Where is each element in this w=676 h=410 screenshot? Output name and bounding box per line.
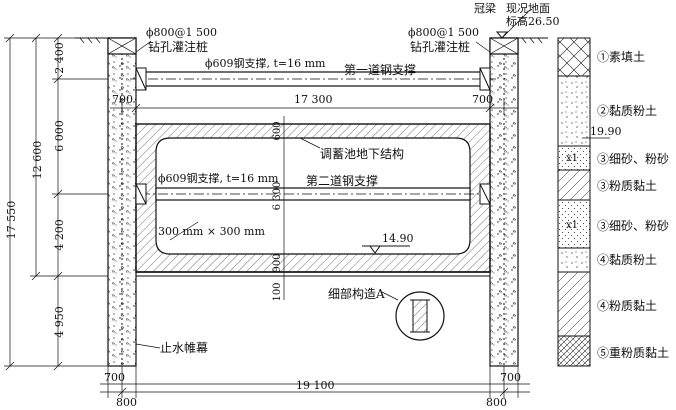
pile-name-left: 钻孔灌注桩 (148, 39, 208, 54)
soil-layer-6-label: ④黏质粉土 (597, 253, 657, 267)
structure-name: 调蓄池地下结构 (320, 146, 404, 161)
soil-layer-4-label: ③粉质黏土 (597, 179, 657, 193)
dim-struct-bottom: 900 (272, 253, 283, 272)
right-pile (489, 37, 519, 367)
left-dimension-chain (4, 33, 108, 371)
soil-layer-7-fill (557, 271, 591, 337)
soil-elevation-label: 19.90 (590, 125, 622, 138)
dim-top-span: 17 300 (294, 93, 333, 106)
ground-surface-label: 现况地面 (506, 2, 550, 15)
pile-name-right: 钻孔灌注桩 (410, 39, 470, 54)
first-steel-strut (130, 67, 496, 91)
soil-layer-8-label: ⑤重粉质黏土 (597, 346, 669, 360)
bottom-dimension-chain (100, 366, 530, 398)
soil-layer-5-label: ③细砂、粉砂 (597, 219, 669, 233)
dim-bot-left-800: 800 (116, 396, 137, 409)
bottom-elevation-label: 14.90 (382, 232, 414, 245)
soil-layer-7-label: ④粉质黏土 (597, 299, 657, 313)
soil-layer-1-label: ①素填土 (597, 50, 645, 64)
elevation-marker-ground (495, 9, 531, 39)
leader-lines (135, 41, 491, 349)
soil-layer-2-label: ②黏质粉土 (597, 104, 657, 118)
dim-struct-height: 6 300 (272, 182, 283, 211)
dim-bottom-pad: 100 (272, 282, 283, 301)
dim-left-mid: 12 600 (31, 141, 44, 180)
dim-bot-span: 19 100 (296, 379, 335, 392)
dim-left-total: 17 550 (5, 201, 18, 240)
left-pile (107, 37, 137, 367)
soil-column (557, 37, 610, 367)
second-steel-strut (135, 183, 491, 205)
ground-elevation-label: 标高26.50 (506, 14, 560, 28)
soil-layer-3-fill (557, 145, 591, 171)
dim-struct-top: 600 (272, 121, 283, 140)
soil-layer-6-fill (557, 247, 591, 273)
dim-bot-right-700: 700 (500, 371, 521, 384)
soil-layer-4-fill (557, 169, 591, 201)
strut1-spec: ϕ609钢支撑, t=16 mm (205, 56, 326, 70)
detail-a-callout (381, 291, 445, 341)
curtain-label: 止水帷幕 (160, 340, 208, 355)
dim-top-right-offset: 700 (472, 93, 493, 106)
soil-layer-1-fill (557, 37, 591, 77)
dim-top-left-offset: 700 (112, 93, 133, 106)
strut1-name: 第一道钢支撑 (344, 62, 416, 77)
haunch-label: 300 mm × 300 mm (158, 225, 265, 238)
dim-left-seg2: 6 000 (53, 120, 66, 152)
elevation-marker-bottom (362, 245, 410, 254)
dim-left-seg1: 2 400 (53, 42, 66, 74)
top-dimension-chain (110, 100, 518, 114)
dim-left-seg3: 4 200 (53, 219, 66, 251)
dim-bot-left-700: 700 (104, 371, 125, 384)
dim-left-seg4: 4 950 (53, 306, 66, 338)
soil-layer-3-mark: x1 (566, 153, 578, 164)
detail-a-label: 细部构造A (328, 286, 385, 301)
soil-layer-2-fill (557, 75, 591, 147)
dim-bot-right-800: 800 (486, 396, 507, 409)
center-dimension-line (278, 116, 290, 300)
pile-spec-right: ϕ800@1 500 (408, 26, 479, 39)
soil-layer-5-mark: x1 (566, 220, 578, 231)
soil-layer-8-fill (557, 335, 591, 367)
strut2-spec: ϕ609钢支撑, t=16 mm (158, 171, 279, 185)
soil-layer-3-label: ③细砂、粉砂 (597, 152, 669, 166)
strut2-name: 第二道钢支撑 (306, 173, 378, 188)
crown-beam-label: 冠梁 (474, 1, 496, 15)
pile-spec-left: ϕ800@1 500 (146, 26, 217, 39)
